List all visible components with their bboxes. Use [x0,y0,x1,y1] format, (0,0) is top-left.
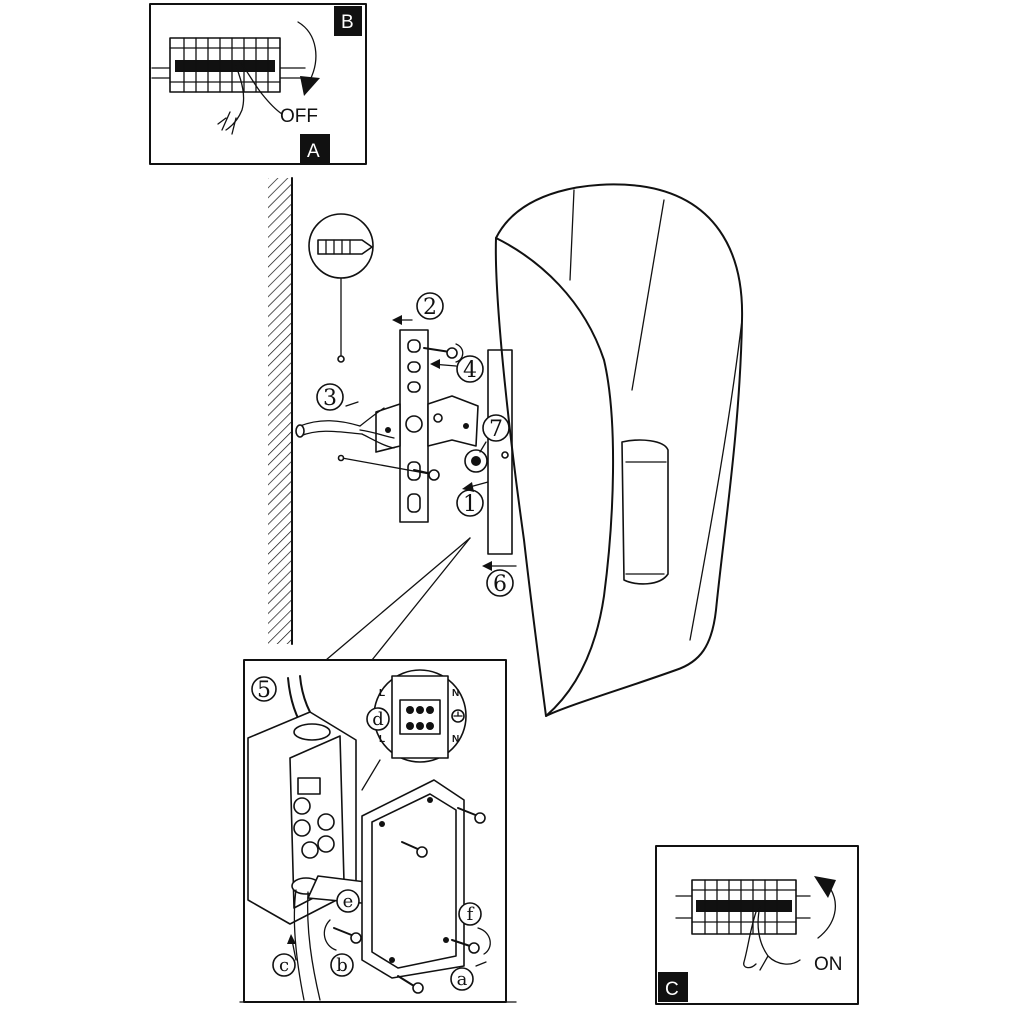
set-screw-icon [464,449,488,473]
on-label: ON [814,954,843,975]
terminal-neutral-label-bottom: N [452,734,459,745]
rotate-down-arrow-icon [297,21,317,81]
panel-a-tag [300,134,330,164]
panel-c-label: C [665,979,679,1000]
svg-text:5: 5 [257,678,271,703]
wall-plug-callout [308,213,374,363]
wall-lamp [487,183,744,717]
wall [268,177,293,645]
terminal-neutral-label-top: N [452,688,459,699]
svg-text:1: 1 [463,492,477,517]
step-3: 3 [316,383,359,411]
circuit-breaker-icon [675,879,811,935]
step-6: 6 [482,561,517,597]
hand-icon [217,61,283,135]
step-1: 1 [456,481,489,517]
marker-b: b [323,919,354,977]
panel-c-tag [658,972,688,1002]
panel-b-label: B [341,12,354,33]
circuit-breaker-icon [151,37,306,93]
screw-bottom-icon [337,454,440,481]
breaker-off-panel: OFF B A [149,3,367,165]
marker-c: c [272,934,297,977]
step-5: 5 [251,676,277,703]
step-2: 2 [392,292,444,325]
hand-icon [743,905,801,971]
mounting-bracket [375,329,479,523]
marker-a: a [450,961,487,991]
svg-text:a: a [457,969,468,990]
lid-screw-icon [333,807,486,994]
off-label: OFF [280,106,318,127]
svg-text:7: 7 [489,417,503,442]
supply-cable [295,407,395,449]
svg-text:6: 6 [493,572,507,597]
marker-e: e [336,889,360,913]
screw-top-icon [423,347,458,359]
panel-b-tag [334,6,362,36]
step-7: 7 [464,414,510,473]
marker-f: f [458,902,491,955]
terminal-line-label-bottom: L [379,734,385,745]
svg-text:d: d [372,709,384,730]
breaker-on-panel: ON C [655,845,859,1005]
marker-d: d [366,707,390,731]
terminal-line-label-top: L [379,688,385,699]
panel-a-label: A [307,141,320,162]
rotate-up-arrow-icon [817,887,836,939]
svg-text:4: 4 [463,358,477,383]
svg-text:e: e [343,891,354,912]
svg-text:b: b [336,955,348,976]
svg-text:2: 2 [423,295,437,320]
svg-text:3: 3 [323,386,337,411]
junction-box-detail: 5 L N L N [239,659,517,1003]
step-4: 4 [430,343,484,383]
wall-plug-icon [317,239,373,255]
earth-symbol-icon [451,709,465,723]
svg-text:f: f [467,904,475,925]
svg-text:c: c [279,955,289,976]
